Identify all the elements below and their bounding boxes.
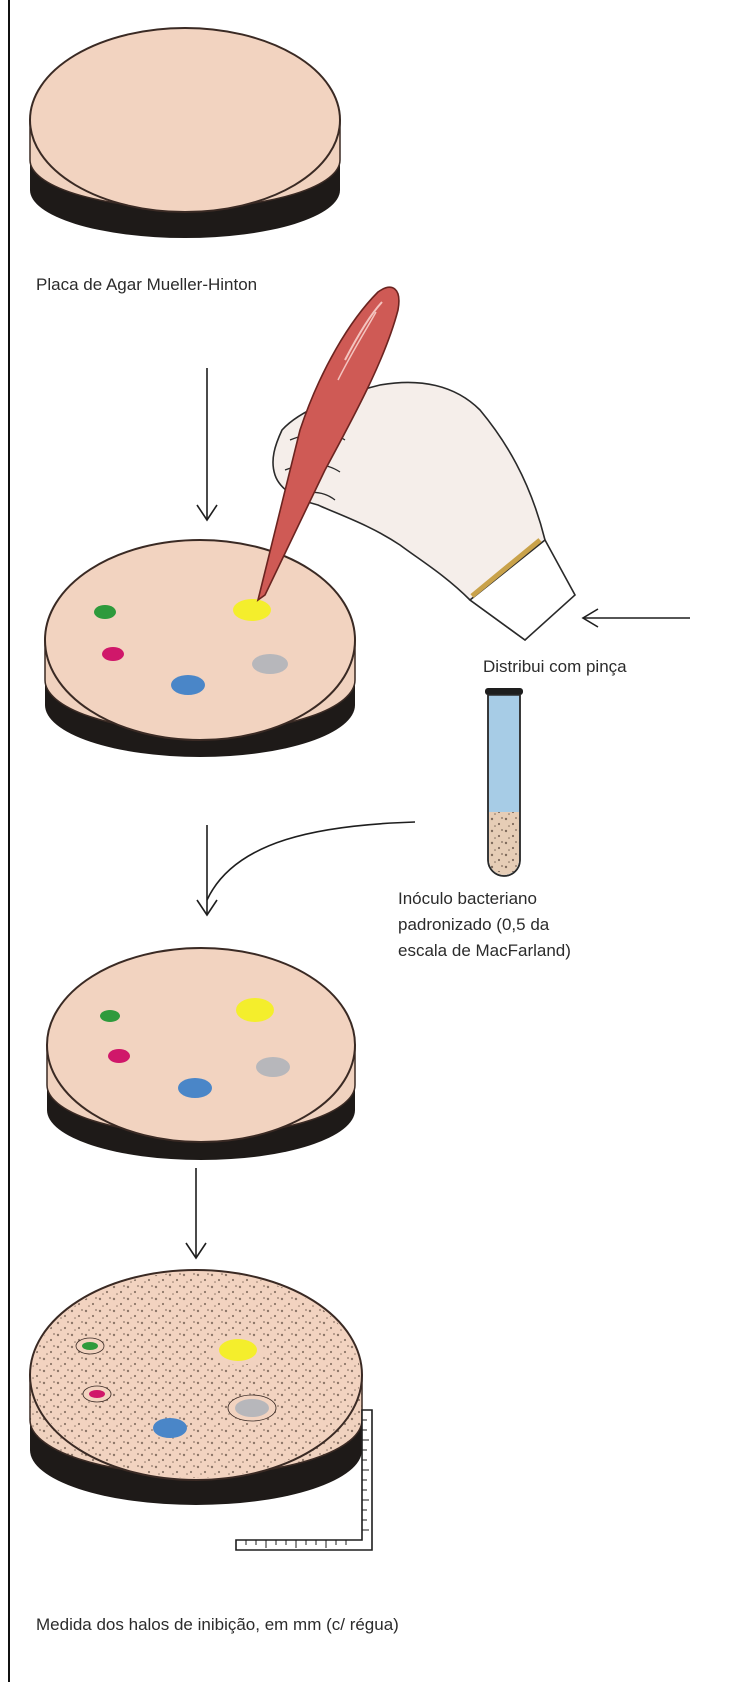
petri-dish-icon bbox=[45, 540, 355, 757]
plate-with-discs-incubation bbox=[47, 745, 355, 1160]
plate-with-discs bbox=[45, 540, 355, 757]
disc-gray bbox=[256, 1057, 290, 1077]
curved-arrow-icon bbox=[197, 822, 415, 915]
inoculum-label-line2: padronizado (0,5 da bbox=[398, 915, 550, 934]
disc-magenta bbox=[89, 1390, 105, 1398]
arrow-down-icon bbox=[197, 368, 217, 520]
plate-with-inhibition-halos bbox=[30, 1270, 362, 1505]
tweezers-label: Distribui com pinça bbox=[483, 657, 627, 676]
arrow-left-icon bbox=[583, 609, 690, 627]
disc-blue bbox=[171, 675, 205, 695]
disc-yellow bbox=[219, 1339, 257, 1361]
disc-green bbox=[94, 605, 116, 619]
disc-yellow bbox=[236, 998, 274, 1022]
disc-blue bbox=[153, 1418, 187, 1438]
petri-dish-icon bbox=[47, 745, 355, 870]
disc-gray bbox=[235, 1399, 269, 1417]
disc-magenta bbox=[108, 1049, 130, 1063]
inoculum-label-line3: escala de MacFarland) bbox=[398, 941, 571, 960]
measure-label: Medida dos halos de inibição, em mm (c/ … bbox=[36, 1615, 399, 1634]
petri-dish-icon bbox=[30, 1270, 362, 1505]
petri-dish-icon bbox=[30, 28, 340, 238]
plate-empty bbox=[30, 28, 340, 238]
plate-label: Placa de Agar Mueller-Hinton bbox=[36, 275, 257, 294]
test-tube-icon bbox=[485, 688, 523, 876]
disc-blue bbox=[178, 1078, 212, 1098]
disc-yellow bbox=[233, 599, 271, 621]
disc-magenta bbox=[102, 647, 124, 661]
inoculum-label-line1: Inóculo bacteriano bbox=[398, 889, 537, 908]
arrow-down-icon bbox=[186, 1168, 206, 1258]
disc-gray bbox=[252, 654, 288, 674]
disc-green bbox=[100, 1010, 120, 1022]
disc-green bbox=[82, 1342, 98, 1350]
